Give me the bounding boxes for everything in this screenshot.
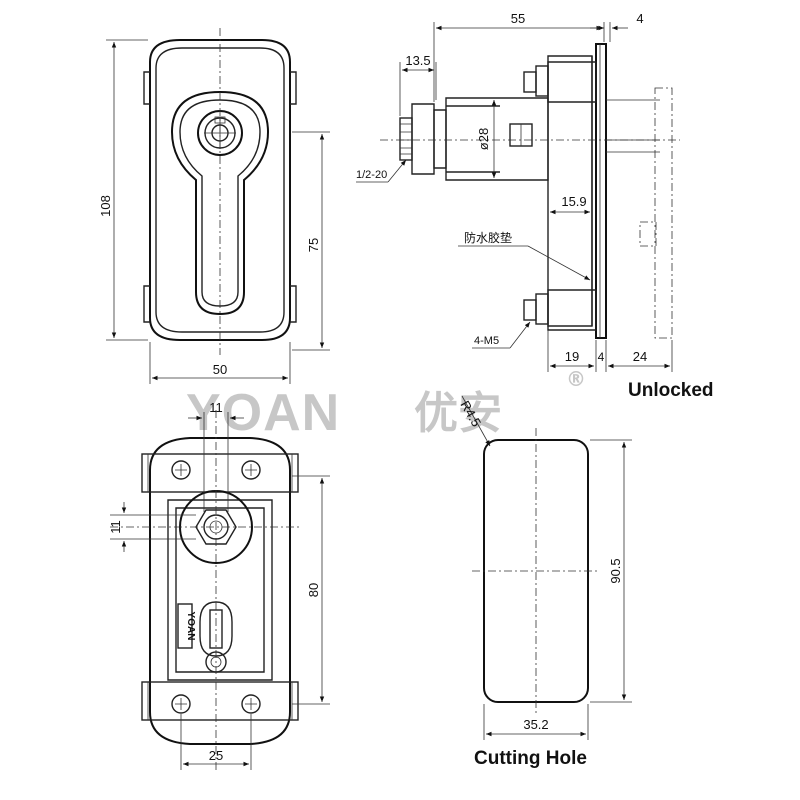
- dim-15-9: 15.9: [561, 194, 586, 209]
- screw-bottom-right-icon: [241, 694, 261, 714]
- dim-diameter: ø28: [476, 128, 491, 150]
- front-view: 108 75 50: [98, 28, 330, 384]
- brand-watermark: YOAN 优安 ®: [186, 367, 586, 442]
- cutting-hole-view: R4.5 90.5 35.2 Cutting Hole: [457, 395, 632, 769]
- dim-11-top: 11: [209, 400, 223, 415]
- dim-4-bottom: 4: [598, 350, 605, 364]
- thread-label: 1/2-20: [356, 169, 387, 181]
- dim-80: 80: [306, 583, 321, 597]
- dim-13-5: 13.5: [405, 53, 430, 68]
- dim-4-top: 4: [636, 11, 643, 26]
- watermark-chinese: 优安: [414, 388, 502, 439]
- side-view: 55 4 13.5 ø28 1/2-20 15.9 防水胶垫 4-M5: [356, 11, 680, 372]
- cutting-hole-caption: Cutting Hole: [474, 748, 587, 769]
- dim-11-side: 11: [108, 520, 123, 534]
- watermark-brand: YOAN: [186, 384, 340, 442]
- screw-top-right-icon: [241, 460, 261, 480]
- dim-90-5: 90.5: [608, 558, 623, 583]
- dim-25: 25: [209, 748, 223, 763]
- dim-55: 55: [511, 11, 525, 26]
- screw-bottom-left-icon: [171, 694, 191, 714]
- status-caption: Unlocked: [628, 380, 714, 401]
- dim-108: 108: [98, 195, 113, 217]
- dim-24: 24: [633, 349, 647, 364]
- gasket-label: 防水胶垫: [464, 230, 512, 245]
- rear-logo: YOAN: [185, 612, 196, 641]
- screw-top-left-icon: [171, 460, 191, 480]
- dim-35-2: 35.2: [523, 717, 548, 732]
- dim-75: 75: [306, 238, 321, 252]
- watermark-registered: ®: [566, 367, 586, 391]
- screw-label: 4-M5: [474, 335, 499, 347]
- rear-view: YOAN 11 11 80 25: [108, 400, 330, 770]
- dim-50: 50: [213, 362, 227, 377]
- dim-19: 19: [565, 349, 579, 364]
